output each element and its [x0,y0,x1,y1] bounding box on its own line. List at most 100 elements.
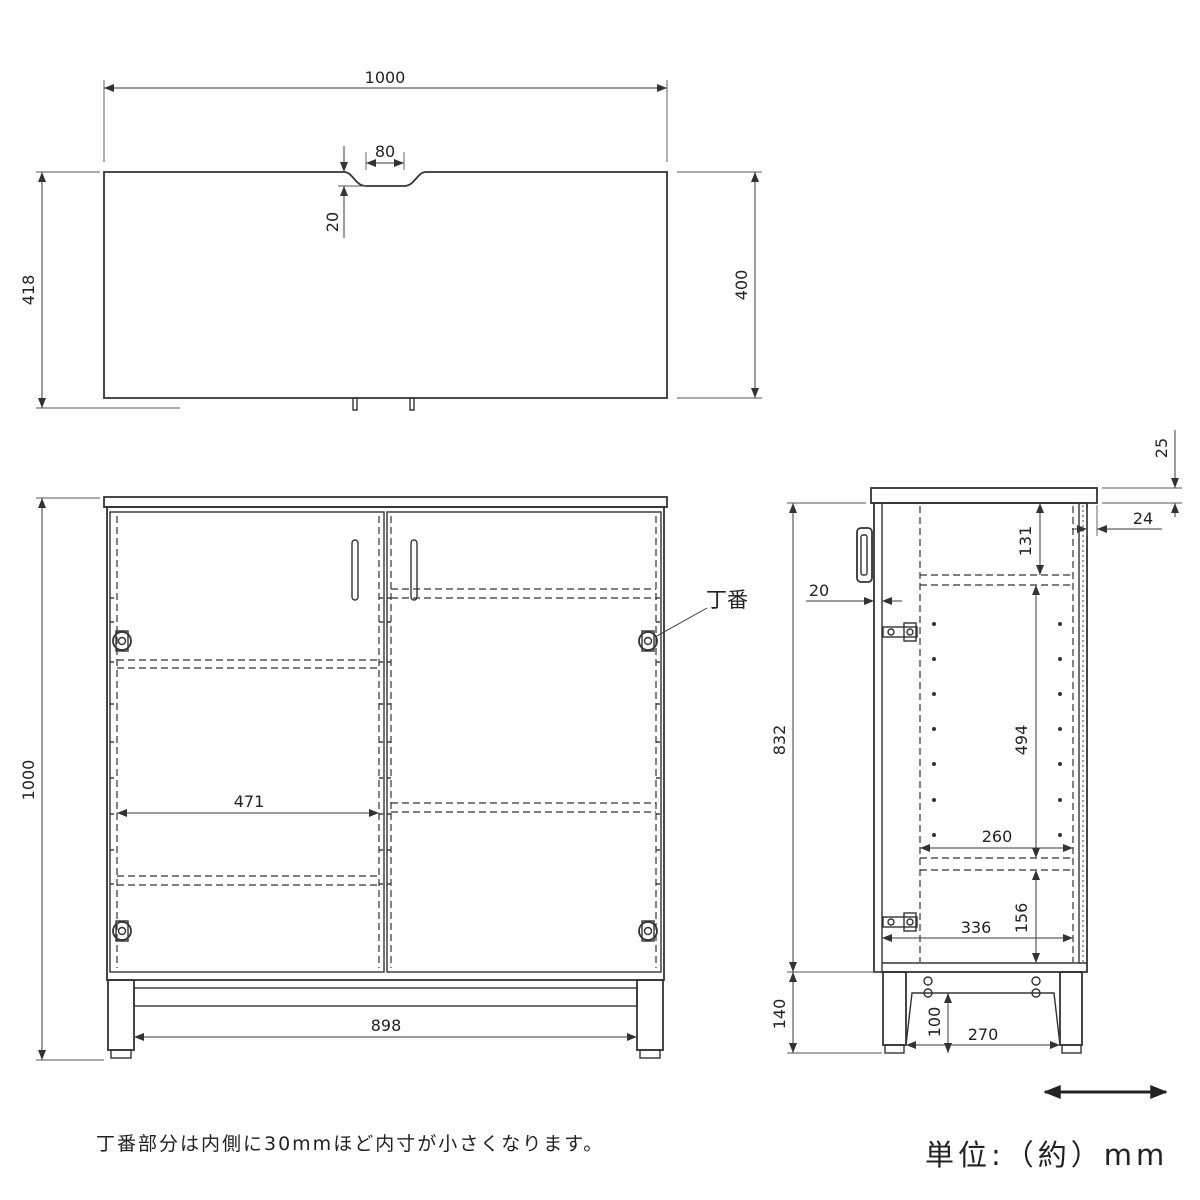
dim-label-notch-width: 80 [375,142,395,161]
side-view: 25 24 131 20 832 140 [770,430,1182,1054]
hinge-icon [112,920,132,942]
shelf-pin-hole [1058,692,1062,696]
dim-label-lower-space: 156 [1012,903,1031,934]
dim-leg-spacing: 270 [906,1025,1060,1049]
dim-body-height: 832 [770,502,880,973]
dim-label-top-thickness: 25 [1152,438,1171,458]
side-back-foot [1061,1044,1082,1054]
shelf-pin-hole [932,798,936,802]
hinge-plate [903,622,917,642]
hinge-arm [882,916,918,928]
hinge-plate [115,920,129,942]
hinge-cup [638,631,658,651]
shelf-pin-hole [1058,833,1062,837]
left-door-handle [351,539,359,601]
top-view: 1000 80 20 418 400 [19,68,762,411]
dim-top-thickness: 25 [1102,430,1182,517]
top-plate-peg [409,397,415,411]
dim-label-notch-depth: 20 [323,212,342,232]
front-left-leg [107,979,135,1051]
hinge-icon [882,912,918,932]
dim-top-depth: 400 [677,171,762,399]
hinge-plate [903,912,917,932]
right-door-handle [410,539,418,601]
shelf-pin-hole [932,727,936,731]
dim-label-shelf-width: 471 [234,792,265,811]
side-stretcher [905,992,1061,1046]
side-back-leg [1059,971,1083,1046]
hinge-screw [906,628,914,636]
dim-door-thickness: 20 [806,581,902,605]
side-front-foot [884,1044,905,1054]
dim-notch-depth: 20 [323,146,366,238]
hinge-screw [906,918,914,926]
hinge-callout: 丁番 [654,588,748,638]
hinge-icon [638,920,658,942]
dim-label-inner-depth: 336 [961,918,992,937]
front-left-foot [110,1049,132,1059]
side-front-leg [882,971,907,1046]
handle-inner [860,534,868,576]
dim-upper-space: 131 [1016,503,1044,575]
top-plate-peg [352,397,358,411]
front-top-plate [103,496,668,508]
hinge-cup [112,631,132,651]
leader-line [654,607,708,638]
hinge-screw [643,636,653,646]
shelf-pin-hole [932,657,936,661]
hinge-screw [117,636,127,646]
side-door-handle [856,527,873,583]
hinge-icon [638,630,658,652]
shelf-pin-hole [932,622,936,626]
hinge-arm [882,626,918,638]
dim-label-leg-height: 140 [770,999,789,1030]
hinge-plate [115,630,129,652]
dim-overall-height: 1000 [19,497,104,1061]
shelf-pin-hole [1058,622,1062,626]
hinge-icon [112,630,132,652]
bolt-icon [923,976,933,986]
side-interior-hidden-lines [919,506,1074,962]
shelf-pin-hole [932,833,936,837]
hinge-cup [112,921,132,941]
bolt-icon [1031,988,1041,998]
hinge-screw [117,926,127,936]
dim-label-leg-spacing: 270 [968,1025,999,1044]
dim-leg-height: 140 [770,972,882,1054]
hinge-label: 丁番 [706,588,748,612]
dim-inner-depth: 336 [882,918,1073,942]
bolt-icon [923,988,933,998]
dim-lower-space: 156 [1012,870,1040,963]
dim-label-body-height: 832 [770,725,789,756]
dim-label-top-overall-depth: 418 [19,275,38,306]
dim-label-shelf-spacing: 494 [1012,725,1031,756]
dim-top-overall-depth: 418 [19,171,180,409]
shelf-pin-hole [932,692,936,696]
side-shelf-pin-holes [932,622,1062,837]
front-right-foot [639,1049,661,1059]
dim-label-stretcher-height: 100 [925,1007,944,1038]
dim-label-top-overhang: 24 [1133,509,1153,528]
unit-label: 単位:（約）mm [925,1138,1168,1172]
dim-leg-span: 898 [134,1016,637,1041]
hinge-screw [643,926,653,936]
dim-shelf-spacing: 494 [1012,585,1040,858]
dim-top-width: 1000 [103,68,668,162]
hinge-screw [887,918,895,926]
handle-outer [856,527,873,583]
top-plate-outline [103,171,668,399]
dim-stretcher-height: 100 [925,993,952,1053]
dim-label-overall-height: 1000 [19,760,38,801]
dim-label-shelf-depth: 260 [982,827,1013,846]
dim-label-top-depth: 400 [732,270,751,301]
hinge-plate [641,920,655,942]
dim-label-top-width: 1000 [365,68,406,87]
shelf-pin-hole [1058,657,1062,661]
hinge-icon [882,622,918,642]
hinge-plate [641,630,655,652]
front-body [106,506,665,981]
front-view: 丁番 471 898 1000 [19,496,748,1061]
hinge-note: 丁番部分は内側に30mmほど内寸が小さくなります。 [96,1133,604,1155]
hinge-screw [887,628,895,636]
